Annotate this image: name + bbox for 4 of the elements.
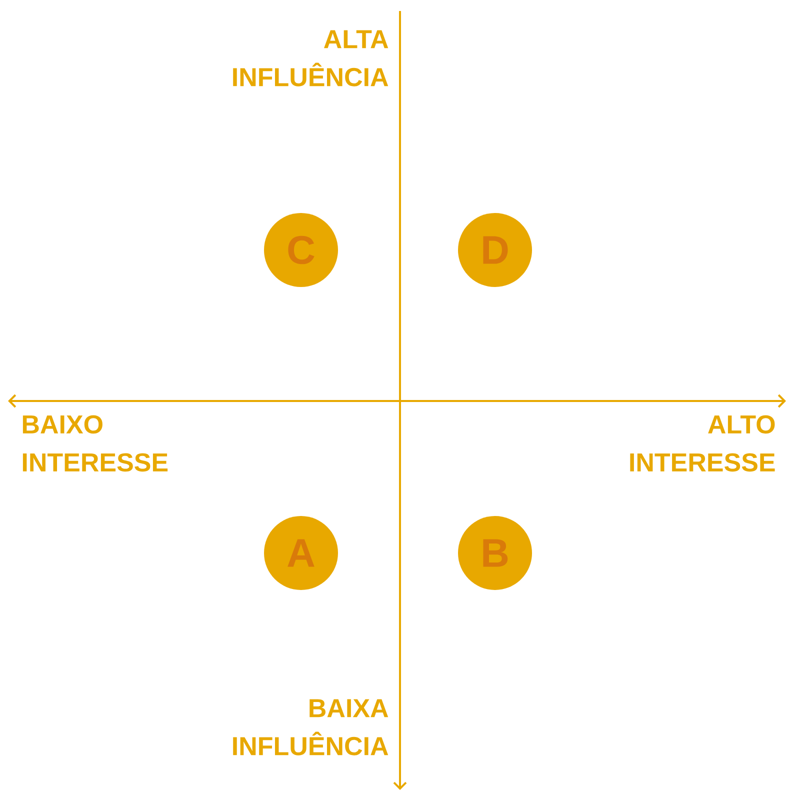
axis-label: ALTO INTERESSE: [630, 415, 775, 472]
axis-label: BAIXA INFLUÊNCIA: [233, 699, 388, 756]
axis-label: ALTA INFLUÊNCIA: [233, 30, 388, 86]
axis-label: BAIXO INTERESSE: [22, 415, 168, 472]
